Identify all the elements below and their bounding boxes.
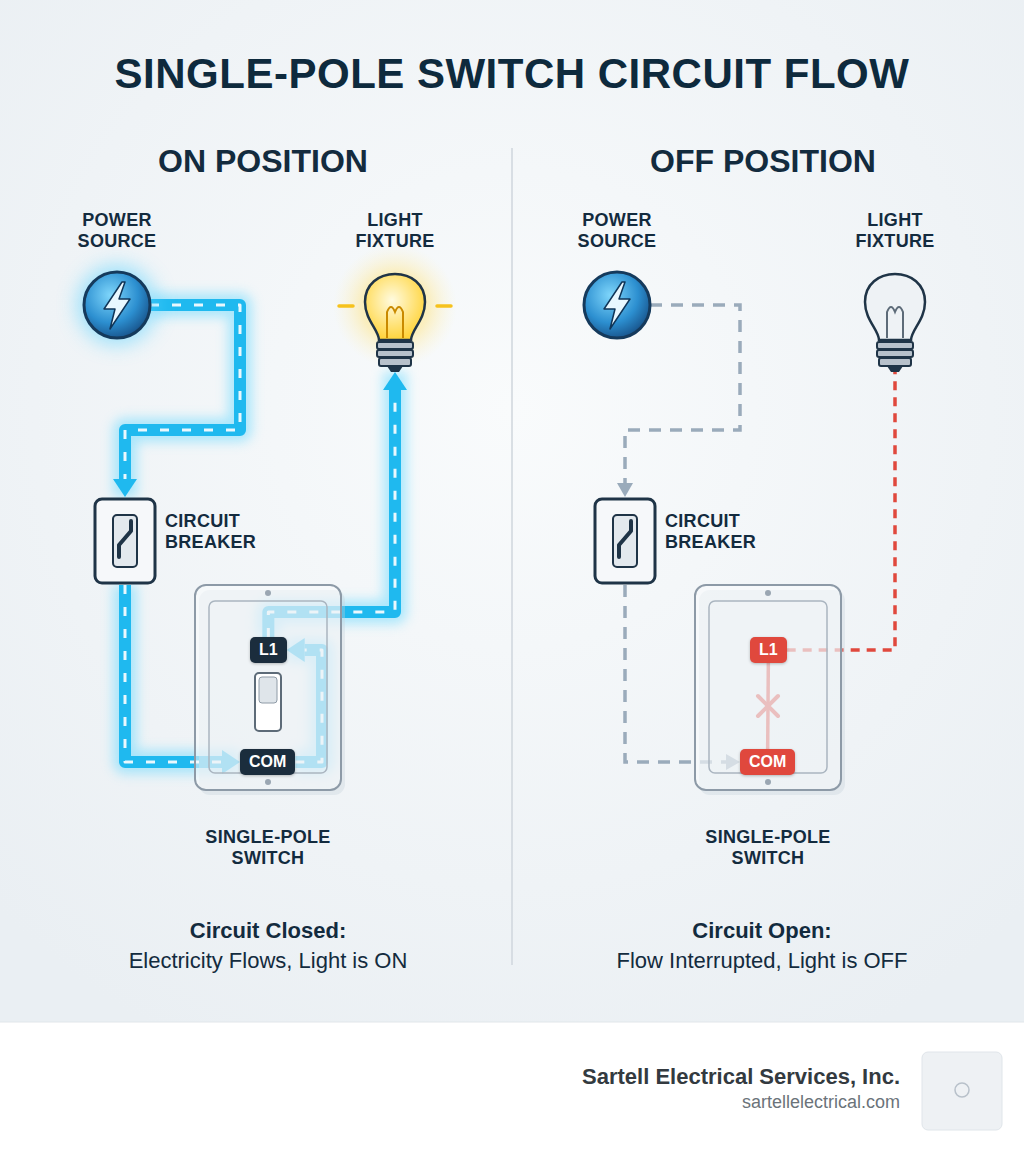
bulb-base [379,358,411,366]
terminal-name: L1 [259,640,278,660]
terminal-label: L1 [750,637,787,663]
bulb-tip [887,366,903,372]
bulb-base [377,350,413,357]
power-disc [584,272,650,338]
breaker-lever [119,521,131,557]
breaker-slot [113,515,137,567]
state-note: Flow Interrupted, Light is OFF [542,948,982,974]
component-label: LIGHT FIXTURE [335,210,455,252]
single-pole-switch: SINGLE-POLE SWITCH L1COM [193,583,343,883]
light-fixture: LIGHT FIXTURE [335,210,455,380]
terminal-label: COM [240,749,295,775]
state-caption: Circuit Open: [542,918,982,944]
component-label: CIRCUIT BREAKER [593,511,793,553]
bulb-base [877,342,913,349]
bulb-icon [835,250,955,380]
breaker-slot [613,515,637,567]
power-icon [557,268,677,344]
component-label: POWER SOURCE [557,210,677,252]
light-ray [437,304,451,308]
bulb-base [879,358,911,366]
breaker-icon [593,495,659,587]
plate-inner [709,601,827,773]
toggle-lever [259,677,277,703]
footer-band [0,1022,1024,1154]
component-label: SINGLE-POLE SWITCH [193,827,343,869]
plate-screw [265,590,271,596]
plate-screw [765,590,771,596]
plate-screw [265,779,271,785]
bulb-base [877,350,913,357]
toggle-housing [255,673,281,731]
breaker-lever [619,521,631,557]
bulb-glow [333,244,457,368]
light-fixture: LIGHT FIXTURE [835,210,955,380]
panel-heading: ON POSITION [63,142,463,180]
plate-outer [695,585,841,790]
bulb-tip [387,366,403,372]
title: SINGLE-POLE SWITCH CIRCUIT FLOW [0,50,1024,98]
terminal-name: COM [749,752,786,772]
divider [511,148,513,965]
component-label: POWER SOURCE [57,210,177,252]
footer-rule [0,1022,1024,1023]
filament [387,307,403,338]
single-pole-switch: SINGLE-POLE SWITCH L1COM [693,583,843,883]
idle-line [625,305,740,483]
lightning-bolt [104,282,130,329]
power-icon [57,268,177,344]
idle-wire [625,305,740,483]
logo-icon [955,1083,969,1097]
terminal-name: L1 [759,640,778,660]
bulb-glass [865,274,925,340]
component-label: LIGHT FIXTURE [835,210,955,252]
panel-ground [0,0,1024,1022]
circuit-breaker: CIRCUIT BREAKER [93,495,293,587]
filament [887,307,903,338]
plate-inner [209,601,327,773]
component-label: SINGLE-POLE SWITCH [693,827,843,869]
light-ray [339,304,353,308]
breaker-icon [93,495,159,587]
bulb-icon [335,250,455,380]
plate-outer [195,585,341,790]
company-name: Sartell Electrical Services, Inc. [400,1064,900,1090]
lightning-bolt [604,282,630,329]
terminal-name: COM [249,752,286,772]
power-disc [84,272,150,338]
company-url: sartellelectrical.com [400,1092,900,1114]
state-caption: Circuit Closed: [48,918,488,944]
circuit-breaker: CIRCUIT BREAKER [593,495,793,587]
bulb-glass [365,274,425,340]
bulb-base [377,342,413,349]
power-source: POWER SOURCE [57,210,177,344]
breaker-body [95,499,155,583]
plate-screw [765,779,771,785]
state-note: Electricity Flows, Light is ON [48,948,488,974]
panel-heading: OFF POSITION [563,142,963,180]
logo-mark [922,1052,1002,1130]
breaker-body [595,499,655,583]
terminal-label: COM [740,749,795,775]
power-source: POWER SOURCE [557,210,677,344]
component-label: CIRCUIT BREAKER [93,511,293,553]
terminal-label: L1 [250,637,287,663]
power-glow [77,265,157,345]
